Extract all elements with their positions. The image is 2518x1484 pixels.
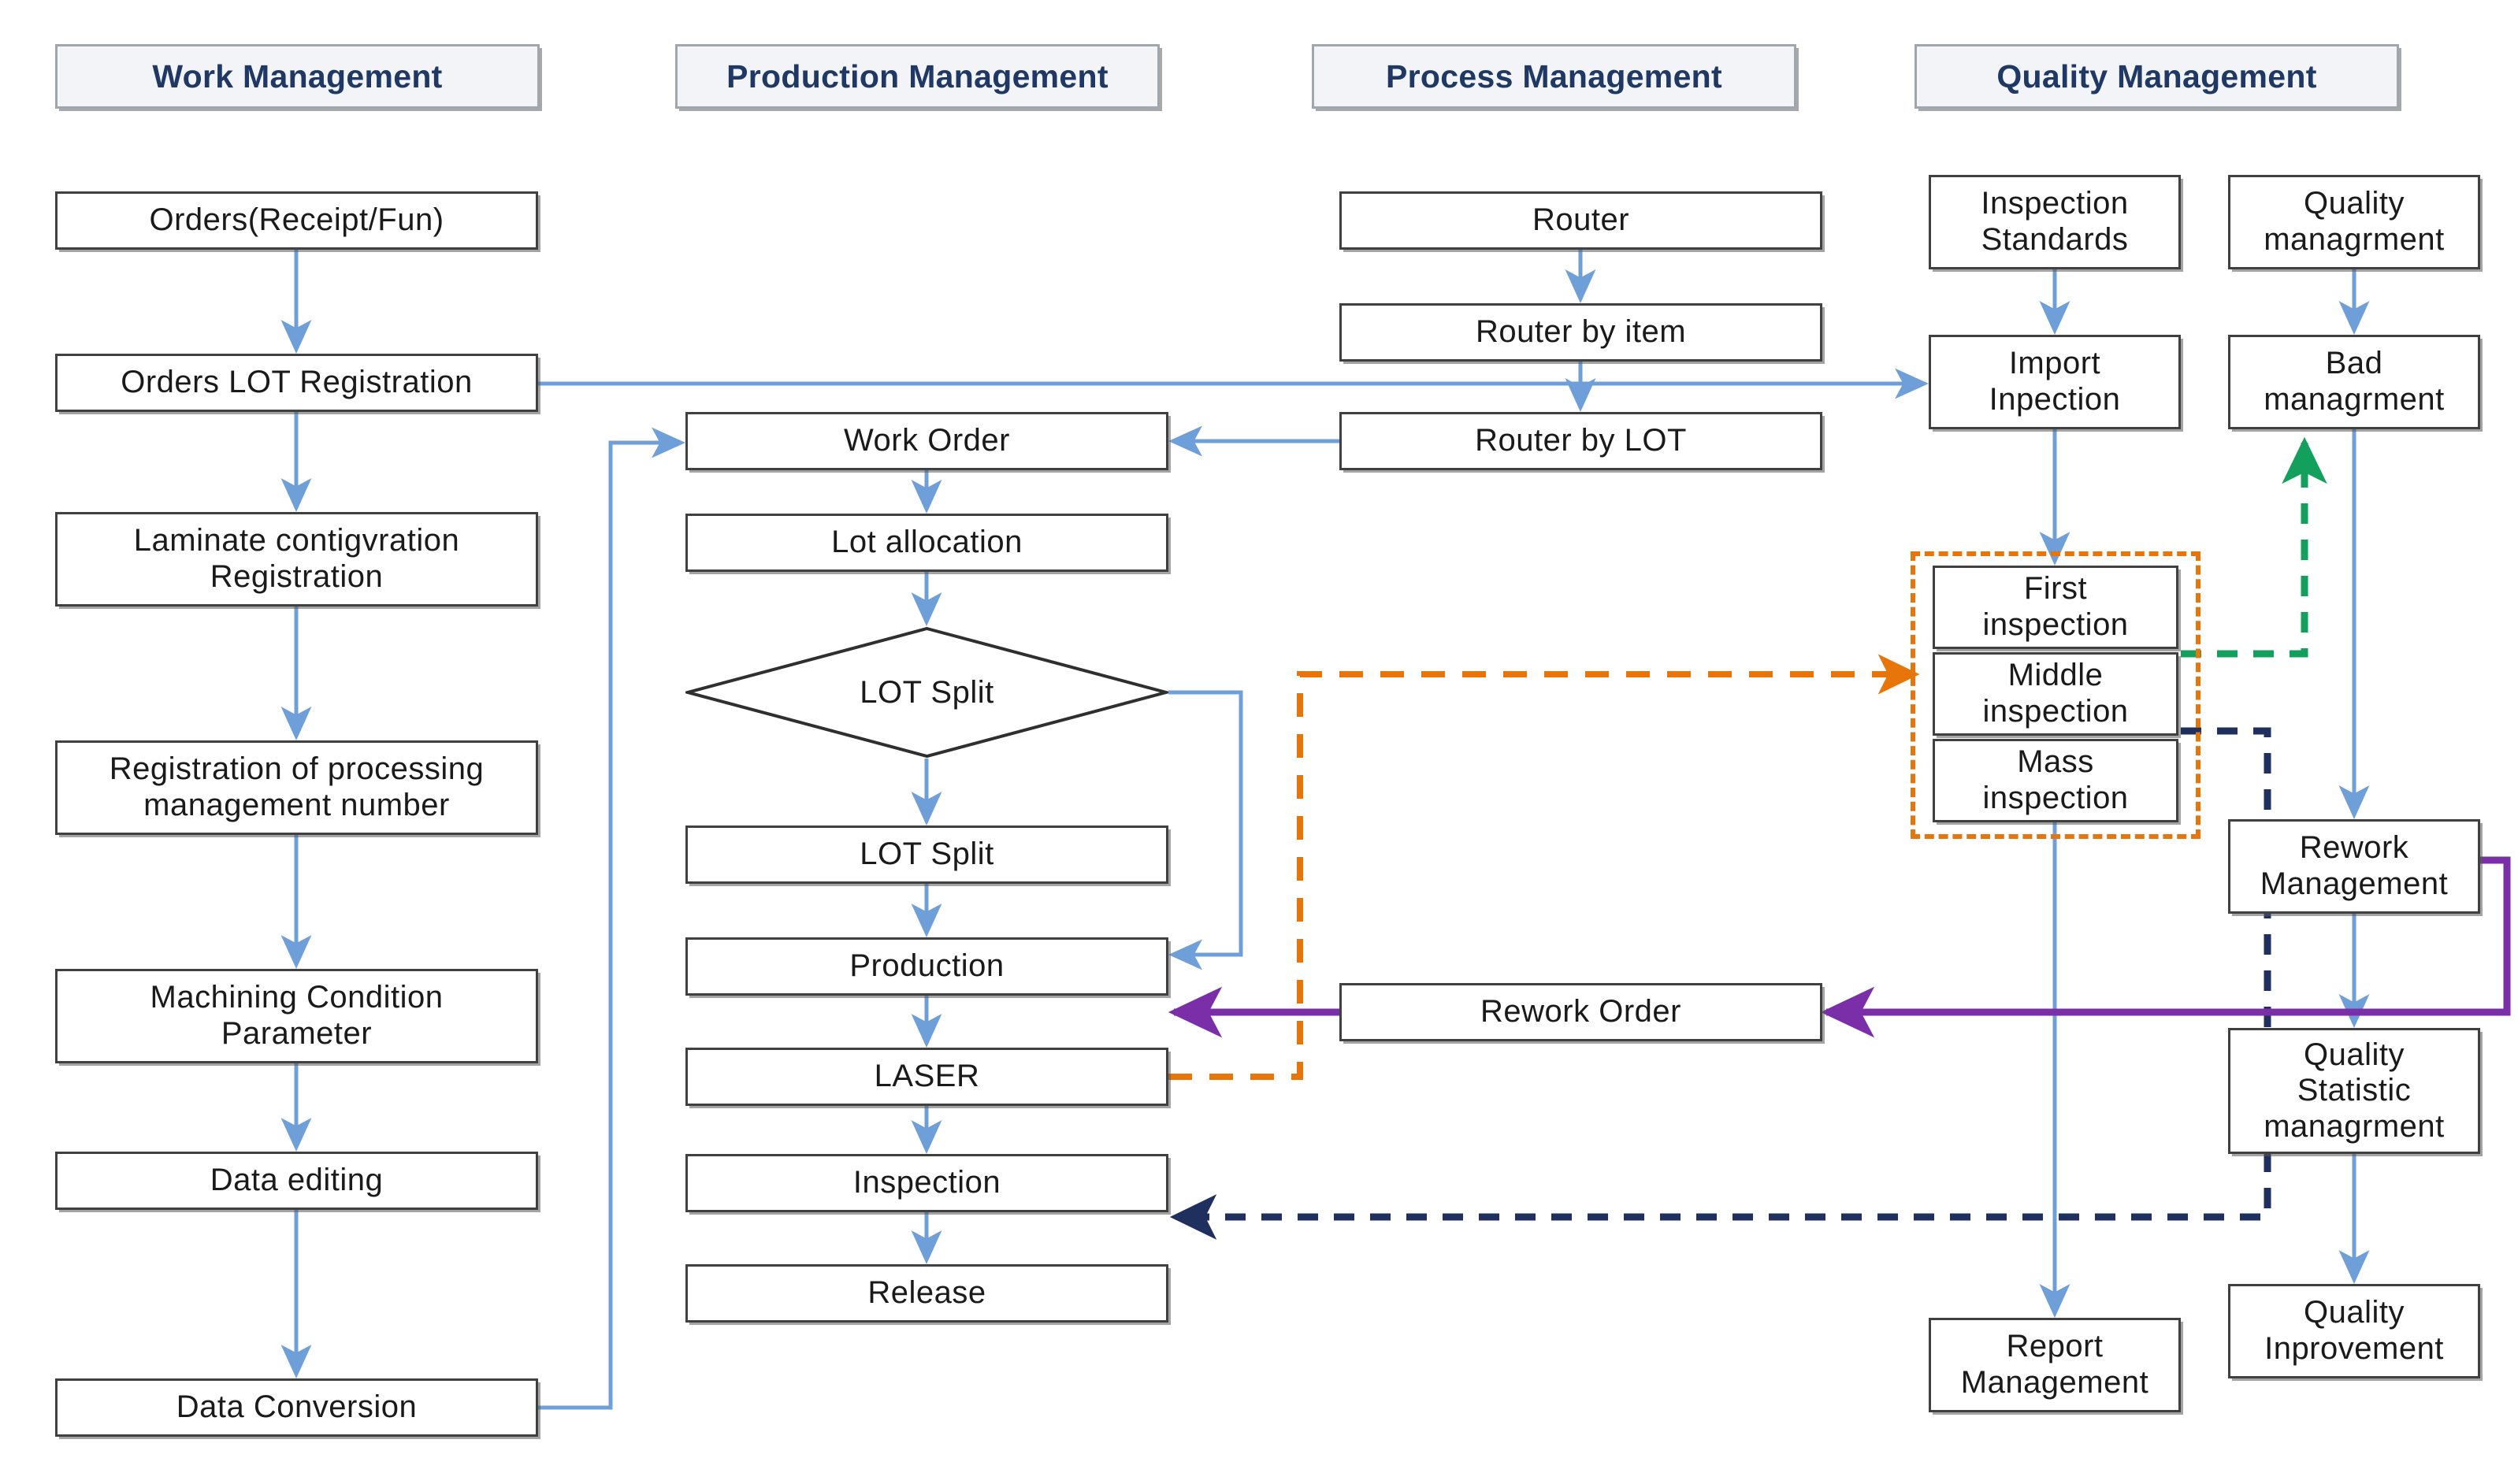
edge-first-inspection-to-bad-managrment-defect (2181, 436, 2327, 658)
column-header-production-management: Production Management (675, 44, 1160, 109)
node-data-editing[interactable]: Data editing (55, 1152, 538, 1210)
node-router-by-lot[interactable]: Router by LOT (1339, 412, 1822, 470)
node-inspection-standards[interactable]: Inspection Standards (1929, 175, 2181, 269)
node-machining-condition-parameter[interactable]: Machining Condition Parameter (55, 969, 538, 1063)
node-release[interactable]: Release (685, 1264, 1168, 1323)
node-quality-inprovement[interactable]: Quality Inprovement (2228, 1284, 2480, 1378)
node-laser[interactable]: LASER (685, 1048, 1168, 1106)
node-lot-split[interactable]: LOT Split (685, 825, 1168, 884)
node-import-inspection[interactable]: Import Inpection (1929, 335, 2181, 429)
node-laminate-configuration-registration[interactable]: Laminate contigvration Registration (55, 512, 538, 607)
node-report-management[interactable]: Report Management (1929, 1318, 2181, 1412)
node-rework-order[interactable]: Rework Order (1339, 983, 1822, 1041)
node-mass-inspection[interactable]: Mass inspection (1933, 739, 2178, 822)
node-production[interactable]: Production (685, 937, 1168, 996)
edge-data-conv-to-work-order (538, 427, 686, 1410)
node-data-conversion[interactable]: Data Conversion (55, 1378, 538, 1437)
diamond-shape (685, 626, 1168, 759)
column-header-quality-management: Quality Management (1914, 44, 2399, 109)
node-router-by-item[interactable]: Router by item (1339, 303, 1822, 362)
node-bad-managrment[interactable]: Bad managrment (2228, 335, 2480, 429)
node-router[interactable]: Router (1339, 191, 1822, 250)
node-first-inspection[interactable]: First inspection (1933, 566, 2178, 649)
node-orders-receipt-fun[interactable]: Orders(Receipt/Fun) (55, 191, 538, 250)
node-rework-management[interactable]: Rework Management (2228, 819, 2480, 914)
node-orders-lot-registration[interactable]: Orders LOT Registration (55, 354, 538, 412)
column-header-work-management: Work Management (55, 44, 540, 109)
node-registration-of-processing-management-number[interactable]: Registration of processing management nu… (55, 740, 538, 835)
node-inspection[interactable]: Inspection (685, 1154, 1168, 1212)
node-middle-inspection[interactable]: Middle inspection (1933, 652, 2178, 736)
node-quality-statistic-managrment[interactable]: Quality Statistic managrment (2228, 1028, 2480, 1154)
column-header-process-management: Process Management (1312, 44, 1796, 109)
node-lot-split-decision-label: LOT Split (860, 674, 994, 710)
node-lot-split-decision[interactable]: LOT Split (685, 626, 1168, 759)
edge-lot-split-decision-to-production (1168, 690, 1243, 970)
node-quality-managrment[interactable]: Quality managrment (2228, 175, 2480, 269)
node-work-order[interactable]: Work Order (685, 412, 1168, 470)
node-lot-allocation[interactable]: Lot allocation (685, 514, 1168, 572)
